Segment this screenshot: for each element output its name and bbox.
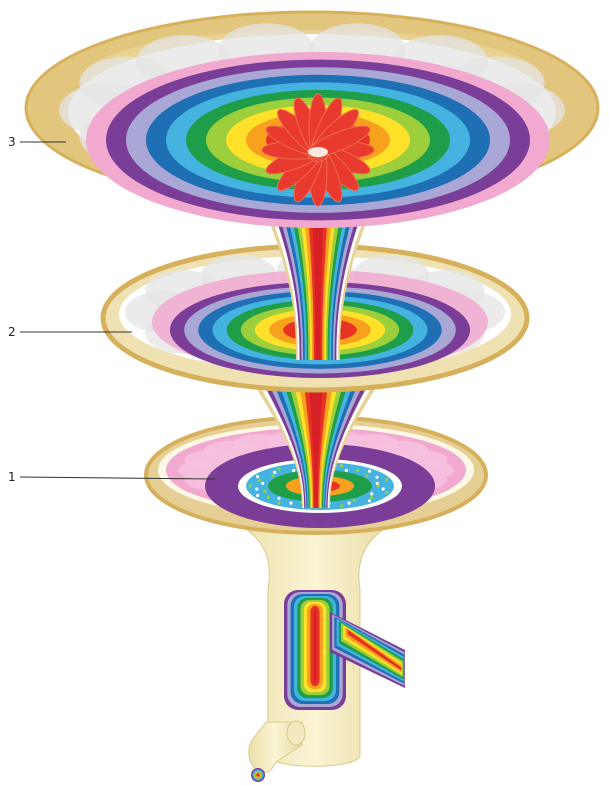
sparkle-dot	[385, 478, 388, 481]
sparkle-dot	[376, 484, 379, 487]
sparkle-dot	[267, 496, 270, 499]
sparkle-dot	[370, 496, 373, 499]
sparkle-dot	[263, 490, 266, 493]
stem-band-10	[314, 608, 317, 683]
sparkle-dot	[382, 487, 385, 490]
sparkle-dot	[365, 474, 368, 477]
sparkle-dot	[272, 474, 275, 477]
sparkle-dot	[256, 475, 259, 478]
base-stem	[232, 520, 405, 782]
callout-label-1: 1	[8, 470, 16, 484]
sparkle-dot	[277, 467, 280, 470]
sparkle-dot	[356, 469, 359, 472]
sparkle-dot	[258, 479, 261, 482]
sparkle-dot	[273, 471, 276, 474]
sparkle-dot	[376, 482, 379, 485]
sparkle-dot	[340, 464, 343, 467]
callout-label-2: 2	[8, 325, 16, 339]
callout-label-3: 3	[8, 135, 16, 149]
sparkle-dot	[385, 491, 388, 494]
sparkle-dot	[345, 469, 348, 472]
sparkle-dot	[289, 502, 292, 505]
sparkle-dot	[348, 502, 351, 505]
sparkle-dot	[368, 499, 371, 502]
sparkle-dot	[340, 504, 343, 507]
lotus-core	[308, 147, 328, 157]
sparkle-dot	[370, 492, 373, 495]
sparkle-dot	[375, 476, 378, 479]
lotus-center-3	[262, 94, 374, 206]
sparkle-dot	[277, 501, 280, 504]
disk-level-3	[26, 12, 598, 228]
sparkle-dot	[255, 487, 258, 490]
sparkle-dot	[368, 470, 371, 473]
pipe-end-rings	[251, 768, 265, 782]
sparkle-dot	[292, 469, 295, 472]
sparkle-dot	[248, 484, 251, 487]
sparkle-dot	[261, 482, 264, 485]
sparkle-dot	[277, 497, 280, 500]
sparkle-dot	[256, 494, 259, 497]
sparkle-dot	[353, 499, 356, 502]
